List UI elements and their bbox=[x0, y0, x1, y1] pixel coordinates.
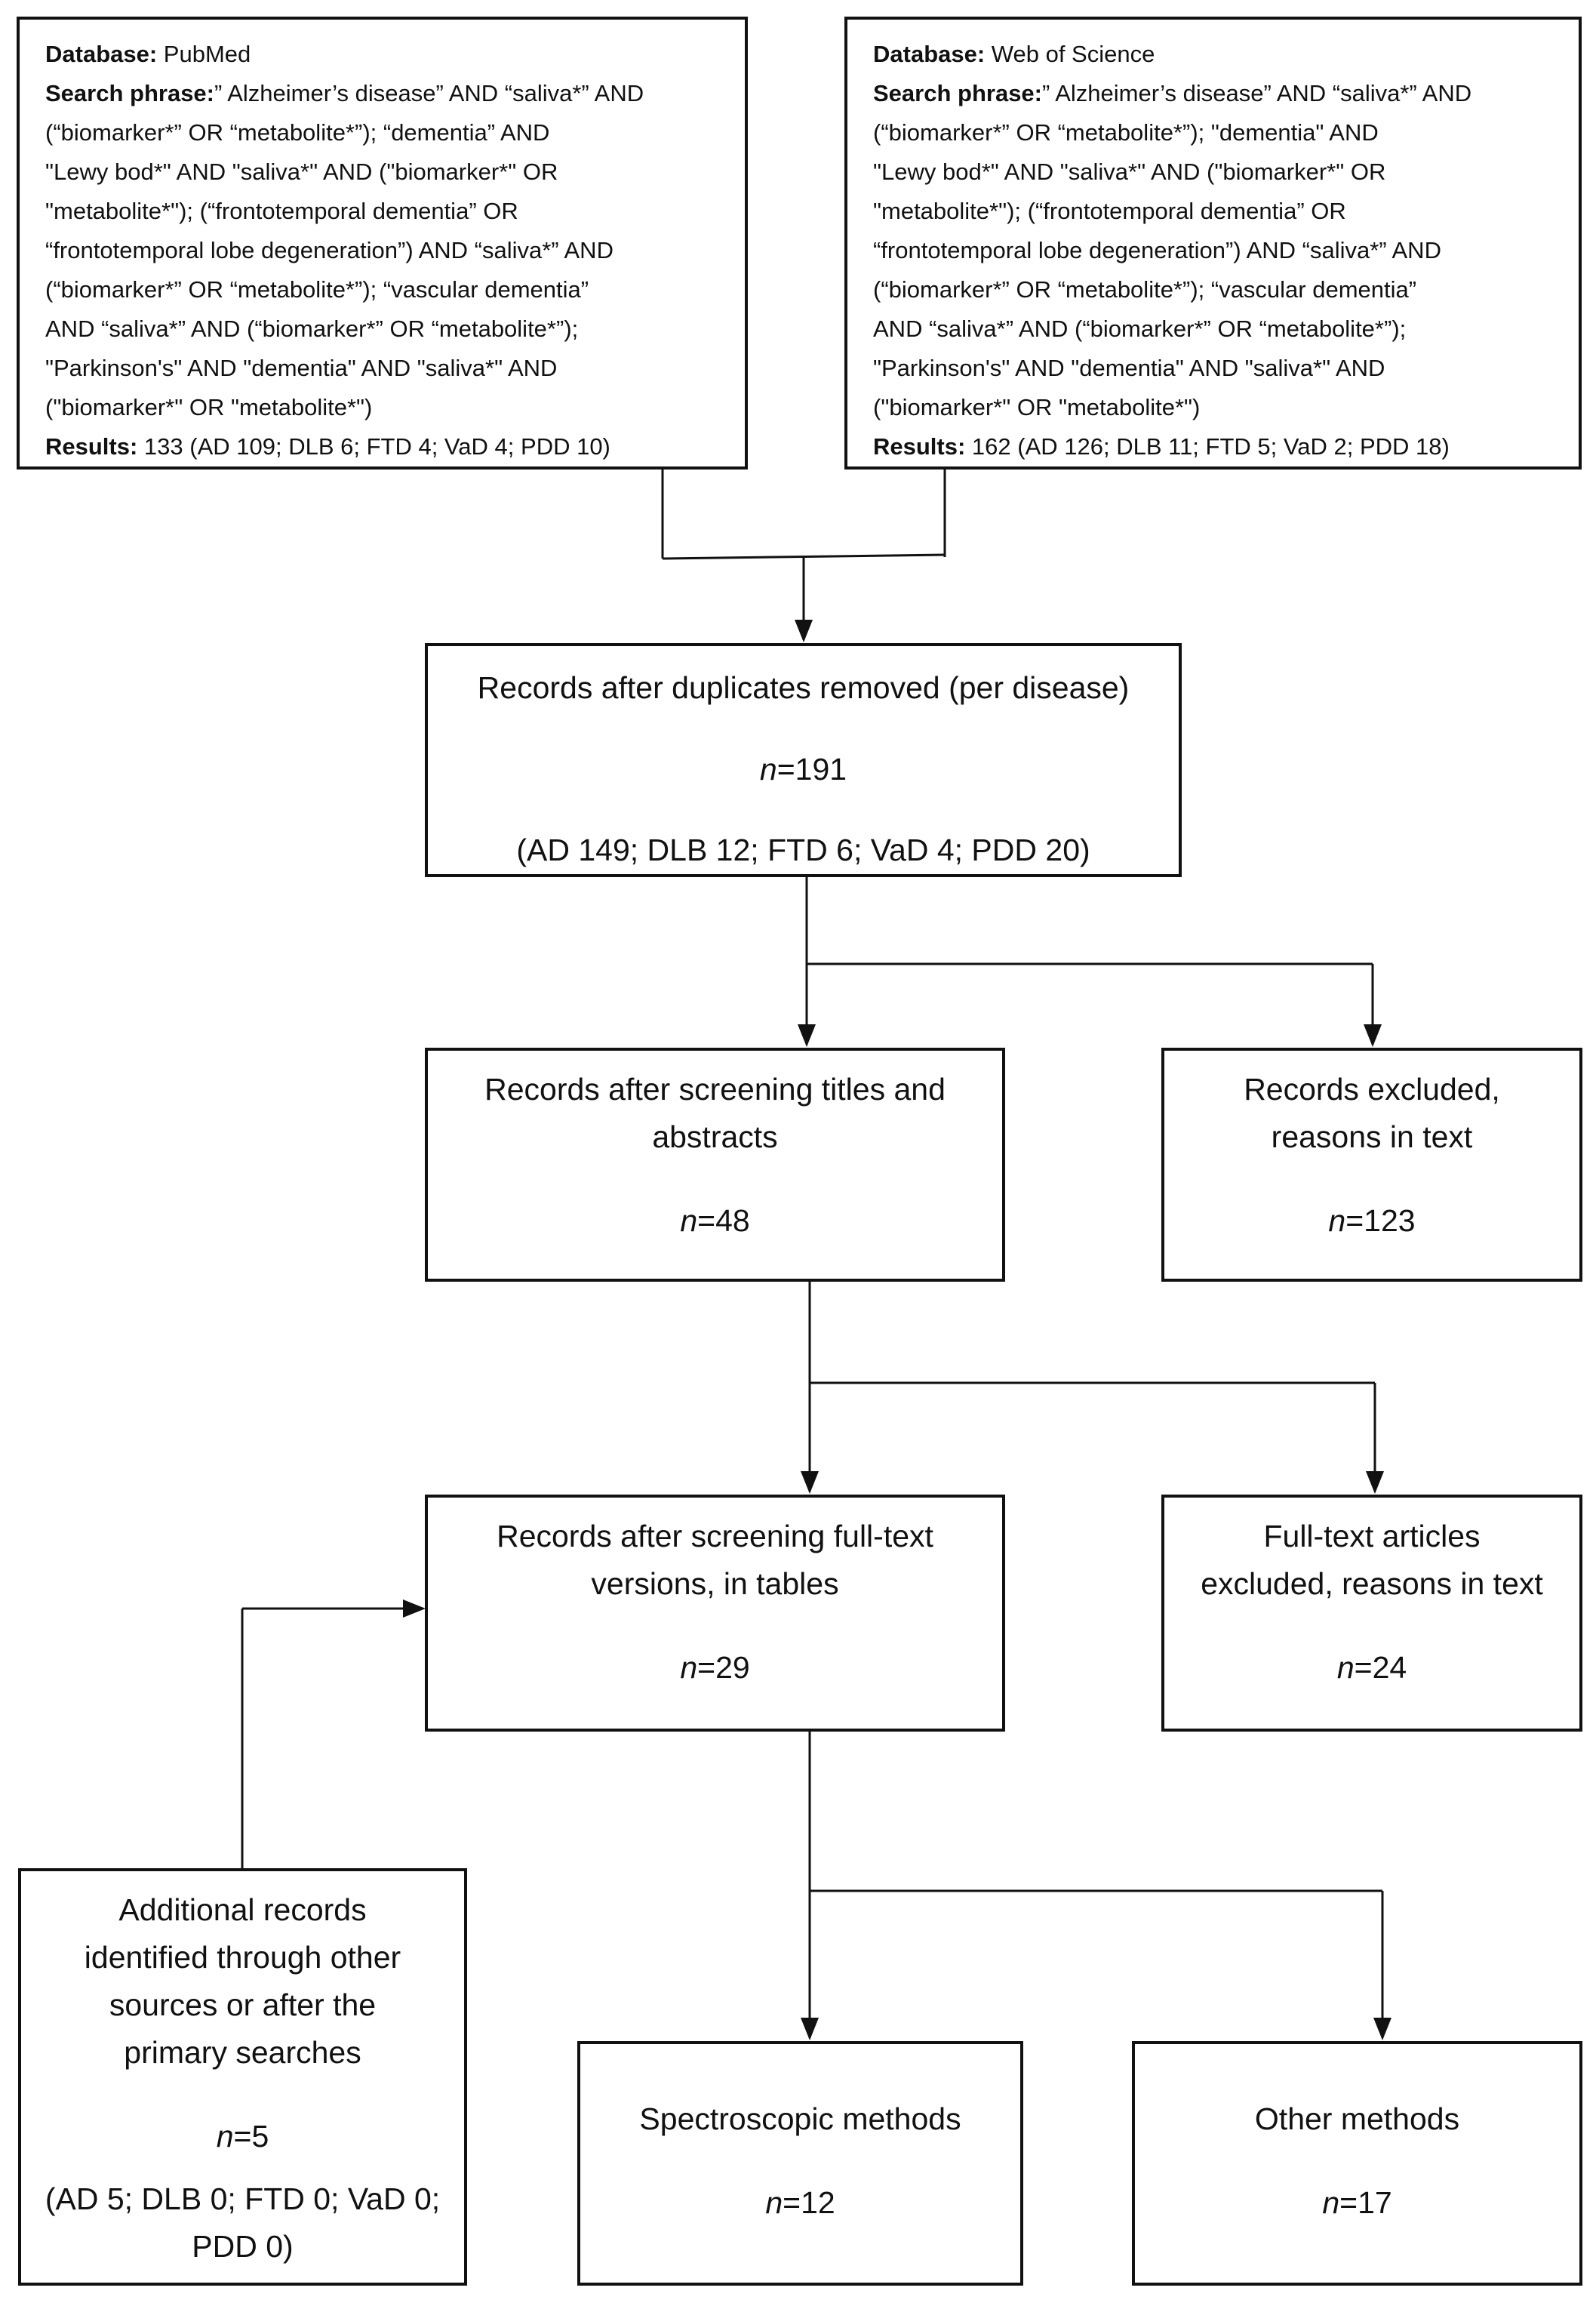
fulltext-excluded-label: excluded, reasons in text bbox=[1201, 1566, 1543, 1601]
excluded-records-label: reasons in text bbox=[1271, 1119, 1473, 1154]
spectroscopic-label: Spectroscopic methods bbox=[639, 2101, 961, 2136]
additional-label: Additional records bbox=[118, 1892, 367, 1927]
wos-search-text: "Lewy bod*" AND "saliva*" AND ("biomarke… bbox=[873, 159, 1386, 185]
pubmed-results-line: Results: 133 (AD 109; DLB 6; FTD 4; VaD … bbox=[45, 433, 610, 460]
dedup-count: n=191 bbox=[759, 751, 847, 787]
excluded-records-label: Records excluded, bbox=[1244, 1072, 1500, 1107]
screening-box: Records after screening titles and abstr… bbox=[425, 1048, 1005, 1282]
other-methods-count: n=17 bbox=[1322, 2185, 1392, 2220]
additional-count: n=5 bbox=[216, 2119, 269, 2154]
pubmed-search-text: "metabolite*"); (“frontotemporal dementi… bbox=[45, 198, 518, 224]
other-methods-label: Other methods bbox=[1254, 2101, 1460, 2136]
excluded-records-count: n=123 bbox=[1328, 1203, 1416, 1238]
wos-search-text: "metabolite*"); (“frontotemporal dementi… bbox=[873, 198, 1346, 224]
fulltext-count: n=29 bbox=[680, 1650, 750, 1685]
fulltext-box: Records after screening full-text versio… bbox=[425, 1495, 1005, 1732]
pubmed-search-text: "Lewy bod*" AND "saliva*" AND ("biomarke… bbox=[45, 159, 558, 185]
additional-label: primary searches bbox=[124, 2035, 361, 2070]
additional-breakdown: PDD 0) bbox=[192, 2229, 294, 2264]
pubmed-search-text: “frontotemporal lobe degeneration”) AND … bbox=[45, 237, 613, 263]
connector-merge-horizontal bbox=[662, 553, 946, 560]
pubmed-search-line: Search phrase:” Alzheimer’s disease” AND… bbox=[45, 80, 644, 106]
fulltext-label: Records after screening full-text bbox=[497, 1519, 933, 1553]
wos-search-text: (“biomarker*” OR “metabolite*”); “vascul… bbox=[873, 276, 1417, 303]
dedup-breakdown: (AD 149; DLB 12; FTD 6; VaD 4; PDD 20) bbox=[516, 833, 1090, 867]
pubmed-search-box: Database: PubMed Search phrase:” Alzheim… bbox=[17, 17, 748, 470]
wos-search-line: Search phrase:” Alzheimer’s disease” AND… bbox=[873, 80, 1472, 106]
wos-search-box: Database: Web of Science Search phrase:”… bbox=[844, 17, 1582, 470]
additional-label: identified through other bbox=[84, 1940, 401, 1975]
screening-label: Records after screening titles and bbox=[484, 1072, 946, 1107]
pubmed-search-text: ("biomarker*" OR "metabolite*") bbox=[45, 394, 373, 420]
pubmed-search-text: (“biomarker*” OR “metabolite*”); “vascul… bbox=[45, 276, 589, 303]
additional-breakdown: (AD 5; DLB 0; FTD 0; VaD 0; bbox=[45, 2181, 441, 2216]
additional-label: sources or after the bbox=[109, 1987, 377, 2022]
pubmed-search-text: AND “saliva*” AND (“biomarker*” OR “meta… bbox=[45, 316, 579, 342]
pubmed-search-text: (“biomarker*” OR “metabolite*”); “dement… bbox=[45, 119, 550, 146]
spectroscopic-count: n=12 bbox=[765, 2185, 835, 2220]
wos-search-text: ("biomarker*" OR "metabolite*") bbox=[873, 394, 1201, 420]
fulltext-excluded-label: Full-text articles bbox=[1263, 1519, 1481, 1553]
wos-search-text: "Parkinson's" AND "dementia" AND "saliva… bbox=[873, 355, 1385, 381]
excluded-records-box: Records excluded, reasons in text n=123 bbox=[1161, 1048, 1582, 1282]
spectroscopic-methods-box: Spectroscopic methods n=12 bbox=[577, 2041, 1023, 2286]
screening-count: n=48 bbox=[680, 1203, 750, 1238]
dedup-box: Records after duplicates removed (per di… bbox=[425, 643, 1182, 877]
wos-search-text: (“biomarker*” OR “metabolite*”); "dement… bbox=[873, 119, 1379, 146]
wos-search-text: AND “saliva*” AND (“biomarker*” OR “meta… bbox=[873, 316, 1407, 342]
wos-search-text: “frontotemporal lobe degeneration”) AND … bbox=[873, 237, 1441, 263]
fulltext-excluded-box: Full-text articles excluded, reasons in … bbox=[1161, 1495, 1582, 1732]
pubmed-database-line: Database: PubMed bbox=[45, 41, 251, 67]
other-methods-box: Other methods n=17 bbox=[1132, 2041, 1582, 2286]
fulltext-label: versions, in tables bbox=[591, 1566, 839, 1601]
screening-label: abstracts bbox=[652, 1119, 778, 1154]
pubmed-search-text: "Parkinson's" AND "dementia" AND "saliva… bbox=[45, 355, 558, 381]
additional-records-box: Additional records identified through ot… bbox=[18, 1868, 467, 2286]
fulltext-excluded-count: n=24 bbox=[1336, 1650, 1407, 1685]
wos-database-line: Database: Web of Science bbox=[873, 41, 1155, 67]
wos-results-line: Results: 162 (AD 126; DLB 11; FTD 5; VaD… bbox=[873, 433, 1450, 460]
dedup-title: Records after duplicates removed (per di… bbox=[477, 670, 1130, 705]
